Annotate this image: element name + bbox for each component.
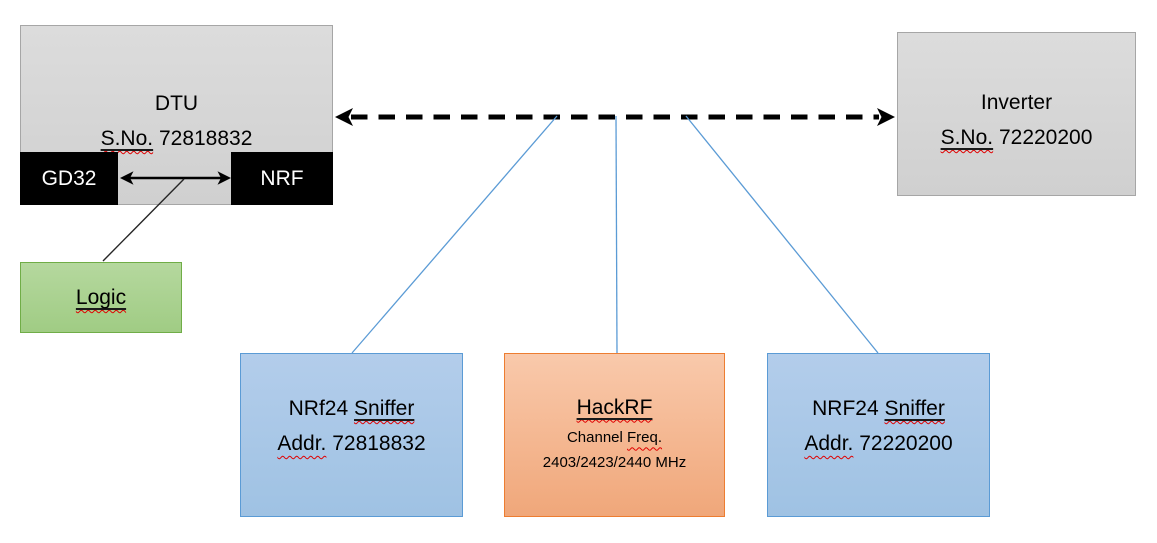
gd32-label: GD32	[41, 167, 97, 190]
link-to-hackrf	[615, 115, 618, 354]
gd32-chip: GD32	[20, 152, 118, 205]
sniffer-left-box: NRf24 Sniffer Addr. 72818832	[240, 353, 463, 517]
sniffer-left-addr: Addr. 72818832	[277, 432, 426, 455]
link-to-sniffer-left	[351, 115, 558, 354]
nrf-label: NRF	[260, 167, 304, 190]
inverter-box: Inverter S.No. 72220200	[897, 32, 1136, 196]
sniffer-right-name: NRF24 Sniffer	[812, 397, 945, 420]
hackrf-box: HackRF Channel Freq. 2403/2423/2440 MHz	[504, 353, 725, 517]
logic-label: Logic	[75, 286, 127, 309]
hackrf-title: HackRF	[576, 395, 653, 419]
nrf-chip: NRF	[231, 152, 333, 205]
dtu-serial-line: S.No. 72818832	[101, 121, 253, 156]
inverter-serial-value: 72220200	[998, 126, 1093, 149]
inverter-serial-label: S.No.	[940, 126, 994, 149]
link-to-sniffer-right	[685, 115, 879, 354]
hackrf-channel-line: Channel Freq.	[566, 428, 663, 446]
sniffer-right-addr: Addr. 72220200	[804, 432, 953, 455]
hackrf-frequencies: 2403/2423/2440 MHz	[542, 453, 687, 471]
sniffer-left-name: NRf24 Sniffer	[288, 397, 415, 420]
inverter-title: Inverter	[980, 91, 1053, 114]
inverter-serial-line: S.No. 72220200	[941, 120, 1093, 155]
sniffer-right-box: NRF24 Sniffer Addr. 72220200	[767, 353, 990, 517]
dtu-serial-value: 72818832	[158, 127, 253, 150]
dtu-inverter-dashed-arrow	[335, 108, 895, 126]
dtu-serial-label: S.No.	[100, 127, 154, 150]
dtu-title: DTU	[154, 92, 199, 115]
logic-box: Logic	[20, 262, 182, 333]
